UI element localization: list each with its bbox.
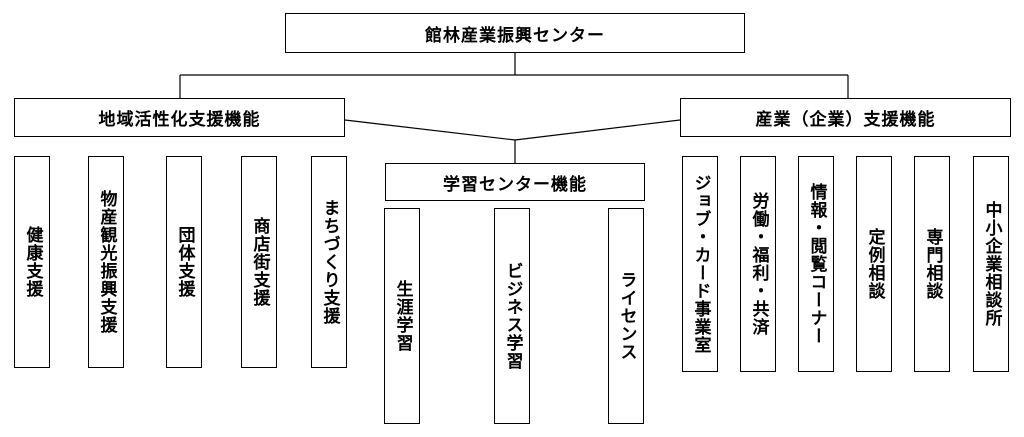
center-item-box: 生涯学習 <box>384 208 420 424</box>
right-item-box: 専門相談 <box>914 156 950 372</box>
center-item-box: ビジネス学習 <box>494 208 530 424</box>
center-group-label: 学習センター機能 <box>443 174 587 195</box>
left-item-box: 商店街支援 <box>241 156 277 368</box>
right-item-label: 労働・福利・共済 <box>748 192 769 336</box>
left-item-label: 物産観光振興支援 <box>96 190 117 334</box>
right-item-label: ジョブ・カード事業室 <box>690 174 711 354</box>
center-item-label: ライセンス <box>616 271 637 361</box>
left-item-box: まちづくり支援 <box>311 156 347 368</box>
right-item-label: 専門相談 <box>922 228 943 300</box>
right-group-box: 産業（企業）支援機能 <box>680 98 1011 137</box>
right-item-box: 情報・閲覧コーナー <box>798 156 834 372</box>
center-group-box: 学習センター機能 <box>385 163 645 201</box>
left-item-label: 健康支援 <box>22 226 43 298</box>
left-group-box: 地域活性化支援機能 <box>14 98 345 137</box>
center-item-box: ライセンス <box>608 208 644 424</box>
right-item-box: 労働・福利・共済 <box>740 156 776 372</box>
right-item-label: 情報・閲覧コーナー <box>806 183 827 345</box>
center-item-label: ビジネス学習 <box>502 262 523 370</box>
right-item-box: 中小企業相談所 <box>973 156 1009 372</box>
left-item-label: 商店街支援 <box>249 217 270 307</box>
right-item-box: ジョブ・カード事業室 <box>682 156 718 372</box>
left-item-box: 物産観光振興支援 <box>88 156 124 368</box>
right-item-box: 定例相談 <box>856 156 892 372</box>
left-item-box: 団体支援 <box>166 156 202 368</box>
right-group-label: 産業（企業）支援機能 <box>755 110 936 130</box>
right-item-label: 中小企業相談所 <box>981 201 1002 327</box>
left-item-label: 団体支援 <box>174 226 195 298</box>
center-item-label: 生涯学習 <box>392 280 413 352</box>
left-group-label: 地域活性化支援機能 <box>98 110 261 130</box>
root-label: 館林産業振興センター <box>425 25 605 46</box>
right-item-label: 定例相談 <box>864 228 885 300</box>
root-box: 館林産業振興センター <box>285 13 745 53</box>
left-item-label: まちづくり支援 <box>319 199 340 325</box>
left-item-box: 健康支援 <box>14 156 50 368</box>
